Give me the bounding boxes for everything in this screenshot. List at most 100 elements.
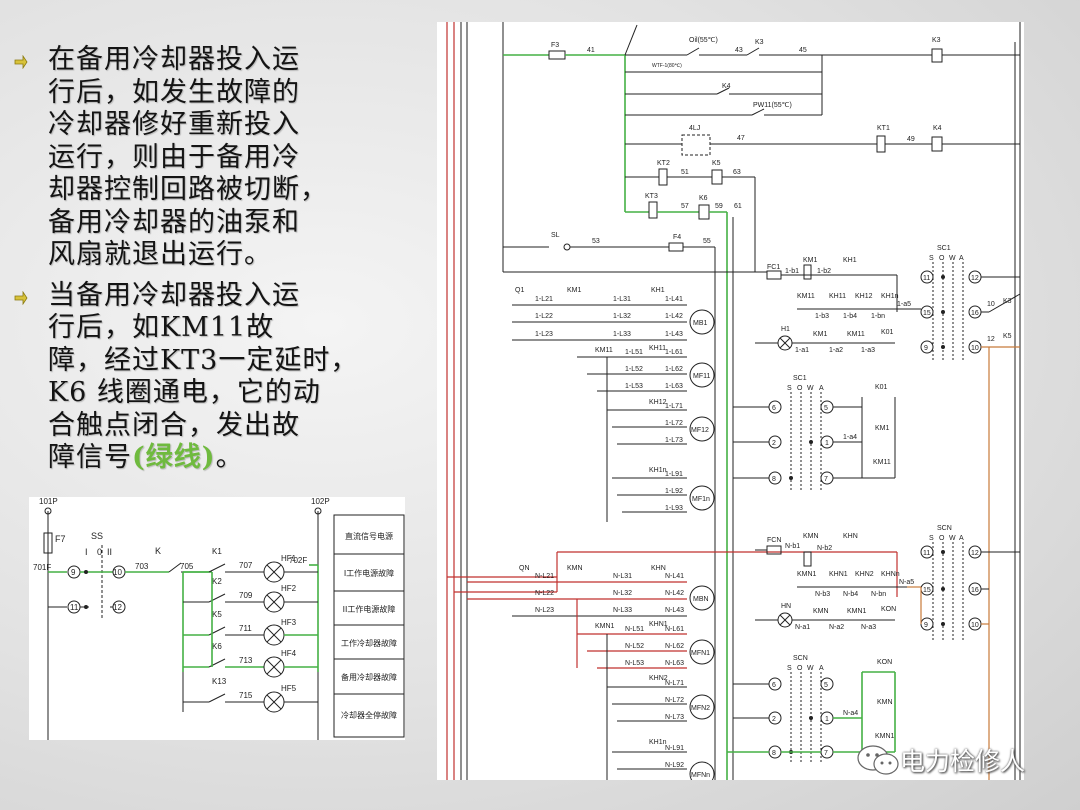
label-1l23: 1-L23 (535, 331, 553, 338)
label-o: O (939, 255, 945, 262)
label-1b1: 1-b1 (785, 268, 799, 275)
wire-713: 713 (239, 656, 253, 665)
label-khn: KHN (651, 565, 666, 572)
label-1l43: 1-L43 (665, 331, 683, 338)
label-k01: K01 (881, 329, 894, 336)
label-nl43: N-L43 (665, 607, 684, 614)
label-kmn1: KMN1 (595, 623, 615, 630)
label-59: 59 (715, 203, 723, 210)
bullet-arrow-icon (14, 44, 48, 73)
wire-703: 703 (135, 562, 149, 571)
fan-motor-icon (689, 639, 715, 665)
terminal-10: 10 (113, 568, 122, 577)
label-kt1: KT1 (877, 125, 890, 132)
lamp-hf4: HF4 (281, 649, 297, 658)
bullet-line: 障，经过KT3一定延时， (48, 344, 359, 376)
label-41: 41 (587, 47, 595, 54)
label-fc1: FC1 (767, 264, 780, 271)
label-nl72: N-L72 (665, 697, 684, 704)
fuse-f7 (43, 532, 53, 554)
terminal-11: 11 (70, 603, 79, 612)
label-kh11-ctl: KH11 (829, 293, 846, 300)
label-mf1n: MF1n (692, 496, 710, 503)
term2-1: 1 (825, 716, 829, 723)
signal-row-4: K6 713 HF4 (183, 642, 318, 678)
term-7: 7 (824, 476, 828, 483)
wire-701f: 701F (33, 563, 51, 572)
label-cell: 直流信号电源 (345, 531, 393, 541)
label-nl63: N-L63 (665, 660, 684, 667)
signal-row-5: K13 715 HF5 (183, 677, 318, 713)
term-15: 15 (923, 310, 931, 317)
green-line-note: (绿线) (132, 442, 216, 473)
bullet-line: 备用冷却器的油泵和 (48, 206, 300, 238)
label-mfnn: MFNn (691, 772, 710, 779)
label-1l92: 1-L92 (665, 488, 683, 495)
term2-10: 10 (971, 622, 979, 629)
label-cell: I工作电源故障 (344, 568, 394, 578)
label-nl23: N-L23 (535, 607, 554, 614)
label-1l41: 1-L41 (665, 296, 683, 303)
label-pw11: PW11(55℃) (753, 102, 792, 109)
label-1l93: 1-L93 (665, 505, 683, 512)
text-span: 。 (215, 442, 244, 473)
fan-motor-icon (689, 694, 715, 720)
top-control-section: F3 41 Oil(55℃) 43 K3 45 K3 WTF-1(80℃) K4… (503, 24, 1020, 780)
label-kh11: KH11 (649, 345, 666, 352)
label-f3: F3 (551, 42, 559, 49)
bullet-text-2: 当备用冷却器投入运 行后，如KM11故 障，经过KT3一定延时， K6 线圈通电… (48, 280, 358, 475)
wire-705: 705 (180, 562, 194, 571)
label-a2: A (959, 535, 964, 542)
label-kmn-ctl: KMN (803, 533, 819, 540)
bullet-line: 合触点闭合，发出故 (48, 409, 300, 441)
label-k01-b: K01 (875, 384, 888, 391)
label-nl53: N-L53 (625, 660, 644, 667)
label-nb2: N-b2 (817, 545, 832, 552)
label-oil: Oil(55℃) (689, 37, 718, 44)
bullet-item-1: 在备用冷却器投入运 行后，如发生故障的 冷却器修好重新投入 运行，则由于备用冷 … (14, 44, 414, 272)
term2-11: 11 (923, 550, 930, 557)
label-43: 43 (735, 47, 743, 54)
control-group-2: FCN N-b1 KMN N-b2 KHN KMN1 KHN1 KHN2 KHN… (755, 525, 1020, 642)
fan-motor-icon (689, 485, 715, 511)
label-kt3: KT3 (645, 193, 658, 200)
label-1l42: 1-L42 (665, 313, 683, 320)
label-nl62: N-L62 (665, 643, 684, 650)
watermark-text: 电力检修人 (900, 747, 1026, 776)
switch-label: SS (91, 531, 103, 541)
wechat-icon (857, 745, 899, 775)
label-khn2: KHN2 (649, 675, 668, 682)
wire-715: 715 (239, 691, 253, 700)
bullet-item-2: 当备用冷却器投入运 行后，如KM11故 障，经过KT3一定延时， K6 线圈通电… (14, 280, 414, 475)
label-qn: QN (519, 565, 530, 572)
lamp-hf2: HF2 (281, 584, 297, 593)
label-k5-right: K5 (1003, 333, 1012, 340)
fan-motor-icon (689, 416, 715, 442)
term-10: 10 (971, 345, 979, 352)
contact-k-label: K (155, 546, 161, 556)
label-khnn-ctl: KHNn (881, 571, 900, 578)
label-na1: N-a1 (795, 624, 810, 631)
label-nl33: N-L33 (613, 607, 632, 614)
label-1a3: 1-a3 (861, 347, 875, 354)
wire-711: 711 (239, 624, 252, 633)
label-khn2-ctl: KHN2 (855, 571, 874, 578)
label-kmn-b: KMN (877, 699, 893, 706)
label-fcn: FCN (767, 537, 781, 544)
label-1l52: 1-L52 (625, 366, 643, 373)
label-km11-b: KM11 (873, 459, 891, 466)
bullet-line: 障信号(绿线)。 (48, 442, 358, 475)
label-1l71: 1-L71 (665, 403, 683, 410)
label-s2b: S (787, 665, 792, 672)
label-w-b: W (807, 385, 814, 392)
bullet-line: 行后，如发生故障的 (48, 76, 300, 108)
label-nl31: N-L31 (613, 573, 632, 580)
label-1a4: 1-a4 (843, 434, 857, 441)
bullet-text-1: 在备用冷却器投入运 行后，如发生故障的 冷却器修好重新投入 运行，则由于备用冷 … (48, 44, 328, 272)
label-49: 49 (907, 136, 915, 143)
label-k5: K5 (712, 160, 721, 167)
label-1a5: 1-a5 (897, 301, 911, 308)
term2-9: 9 (924, 622, 928, 629)
label-a2b: A (819, 665, 824, 672)
label-1b2: 1-b2 (817, 268, 831, 275)
